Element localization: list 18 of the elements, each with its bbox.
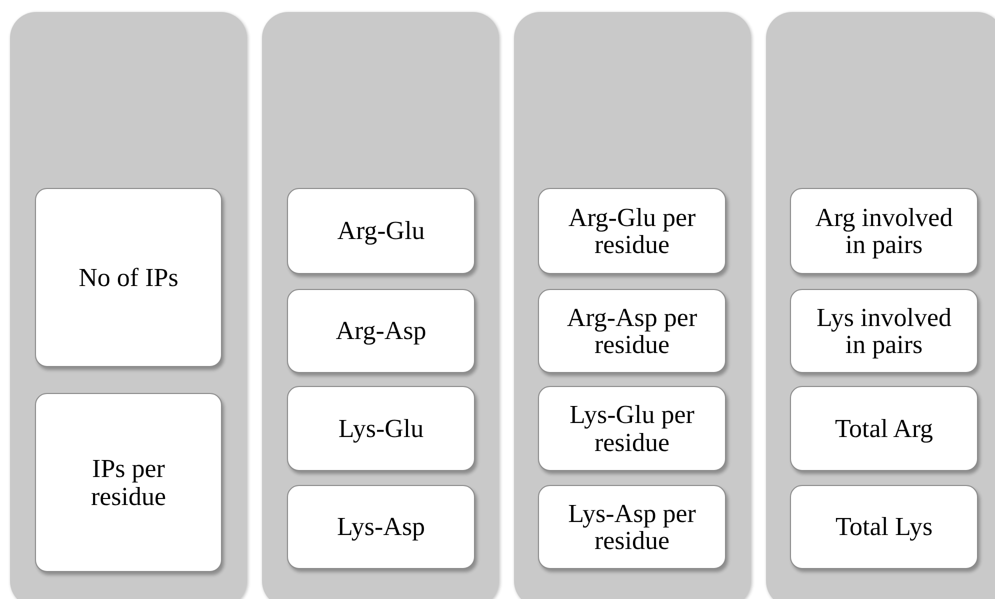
item-card: Arg-Glu per residue xyxy=(538,188,726,274)
item-card: Arg-Glu xyxy=(287,188,475,274)
item-card: No of IPs xyxy=(35,188,222,367)
item-card: Lys-Glu xyxy=(287,386,475,471)
item-card: Lys-Asp xyxy=(287,485,475,569)
column-panel xyxy=(10,12,247,599)
item-card: Arg involved in pairs xyxy=(790,188,978,274)
item-card: Lys-Glu per residue xyxy=(538,386,726,471)
item-card: Lys involved in pairs xyxy=(790,289,978,373)
item-card: Lys-Asp per residue xyxy=(538,485,726,569)
item-card: Total Arg xyxy=(790,386,978,471)
item-card: Arg-Asp xyxy=(287,289,475,373)
item-card: Total Lys xyxy=(790,485,978,569)
column-panel xyxy=(766,12,995,599)
column-panel xyxy=(514,12,751,599)
column-panel xyxy=(262,12,499,599)
item-card: IPs per residue xyxy=(35,393,222,572)
item-card: Arg-Asp per residue xyxy=(538,289,726,373)
